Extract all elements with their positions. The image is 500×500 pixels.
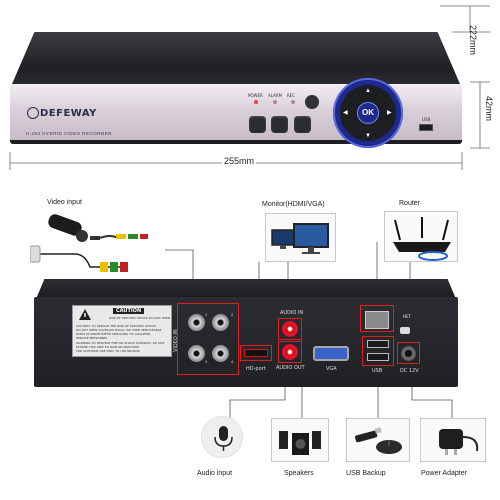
usb-port-1[interactable] xyxy=(367,340,389,348)
led-label-rec: REC xyxy=(287,93,296,98)
net-highlight xyxy=(360,305,394,332)
bnc-port-1[interactable] xyxy=(188,314,205,331)
caution-line-5: WARNING TO PREVENT FIRE OR SHOCK HAZARDS… xyxy=(76,341,165,345)
bnc-number-2: 2 xyxy=(231,312,234,317)
front-button-1[interactable] xyxy=(249,116,266,133)
caution-label: CAUTION RISK OF ELECTRIC SHOCK DO NOT OP… xyxy=(72,305,172,357)
nav-up-icon[interactable]: ▲ xyxy=(365,88,371,94)
power-adapter-box xyxy=(420,418,486,462)
video-in-highlight xyxy=(177,303,239,375)
front-usb-label: USB xyxy=(422,117,431,122)
audio-out-label: AUDIO OUT xyxy=(276,365,305,371)
nav-left-icon[interactable]: ◀ xyxy=(343,110,348,116)
audio-in-port[interactable] xyxy=(282,321,298,337)
speakers-label: Speakers xyxy=(284,470,314,477)
caution-line-6: EXPOSE THIS UNIT TO RAIN OR MOISTURE xyxy=(76,345,140,349)
dvr-top-cover xyxy=(12,32,460,84)
back-top-cover xyxy=(36,279,456,299)
bnc-number-4: 4 xyxy=(231,359,234,364)
product-subtitle: H.264 HYBRID VIDEO RECORDER xyxy=(26,131,113,136)
caution-subtitle: RISK OF ELECTRIC SHOCK DO NOT OPEN xyxy=(109,316,171,320)
led-label-power: POWER xyxy=(248,93,263,98)
nav-down-icon[interactable]: ▼ xyxy=(365,133,371,139)
nav-right-icon[interactable]: ▶ xyxy=(387,110,392,116)
audio-out-port[interactable] xyxy=(282,344,298,360)
rec-led-icon xyxy=(291,100,295,104)
audio-input-bubble xyxy=(201,416,243,458)
hdmi-label: HD-port xyxy=(246,366,266,372)
monitor-box xyxy=(265,213,336,262)
front-button-2[interactable] xyxy=(271,116,288,133)
front-button-3[interactable] xyxy=(294,116,311,133)
vga-port[interactable] xyxy=(313,346,349,361)
hdmi-port[interactable] xyxy=(244,349,268,357)
video-in-label: VIDEO IN xyxy=(173,329,179,352)
caution-line-4: SERVICE PERSONNEL xyxy=(76,336,108,340)
bnc-port-4[interactable] xyxy=(212,345,229,362)
bnc-port-2[interactable] xyxy=(212,314,229,331)
audio-in-label: AUDIO IN xyxy=(280,310,304,316)
caution-line-7: FOR OUTDOOR USE ONLY TO USE INDOOR. xyxy=(76,349,141,353)
power-led-icon xyxy=(254,100,258,104)
hdmi-highlight xyxy=(240,345,272,361)
brand-logo-icon xyxy=(27,107,39,119)
alarm-led-icon xyxy=(273,100,277,104)
led-label-alarm: ALARM xyxy=(268,93,283,98)
usb-label: USB xyxy=(372,368,383,374)
brand-name: DEFEWAY xyxy=(40,108,97,119)
front-usb-port[interactable] xyxy=(419,124,433,131)
video-input-illustration xyxy=(29,212,165,288)
caution-line-2: DO NOT OPEN COVER(OR BACK). NO USER SERV… xyxy=(76,328,162,332)
speakers-box xyxy=(271,418,329,462)
caution-line-3: PARTS IN INSIDE REFER SERVICING TO QUALI… xyxy=(76,332,151,336)
monitor-label: Monitor(HDMI/VGA) xyxy=(262,201,325,208)
microphone-icon xyxy=(214,426,233,451)
net-port[interactable] xyxy=(365,311,389,329)
usb-backup-box xyxy=(346,418,410,462)
power-switch[interactable] xyxy=(400,327,410,334)
nav-ok-button[interactable]: OK xyxy=(357,102,379,124)
router-box xyxy=(384,211,458,262)
bnc-number-3: 3 xyxy=(205,359,208,364)
usb-backup-icon xyxy=(355,427,402,454)
router-label: Router xyxy=(399,200,421,207)
dc-highlight xyxy=(397,342,420,364)
usb-backup-label: USB Backup xyxy=(346,470,386,477)
caution-title: CAUTION xyxy=(113,308,145,314)
audio-input-label: Audio input xyxy=(197,470,233,477)
speakers-icon xyxy=(279,431,321,455)
audio-in-highlight xyxy=(278,318,302,340)
dc-label: DC 12V xyxy=(400,368,419,374)
bnc-port-3[interactable] xyxy=(188,345,205,362)
audio-out-highlight xyxy=(278,341,302,363)
video-input-label: Video input xyxy=(47,199,82,206)
vga-label: VGA xyxy=(326,366,337,372)
warning-icon xyxy=(79,309,91,320)
net-label: NET xyxy=(403,314,411,319)
bnc-number-1: 1 xyxy=(205,312,208,317)
dc-power-port[interactable] xyxy=(401,346,416,361)
usb-port-2[interactable] xyxy=(367,353,389,361)
caution-line-1: CAUTION: TO REDUCE THE RISK OF ELECTRIC … xyxy=(76,324,157,328)
ir-receiver-icon xyxy=(305,95,319,109)
usb-highlight xyxy=(362,336,394,366)
width-dimension: 255mm xyxy=(222,156,257,166)
power-adapter-label: Power Adapter xyxy=(421,470,467,477)
power-adapter-icon xyxy=(439,429,479,455)
